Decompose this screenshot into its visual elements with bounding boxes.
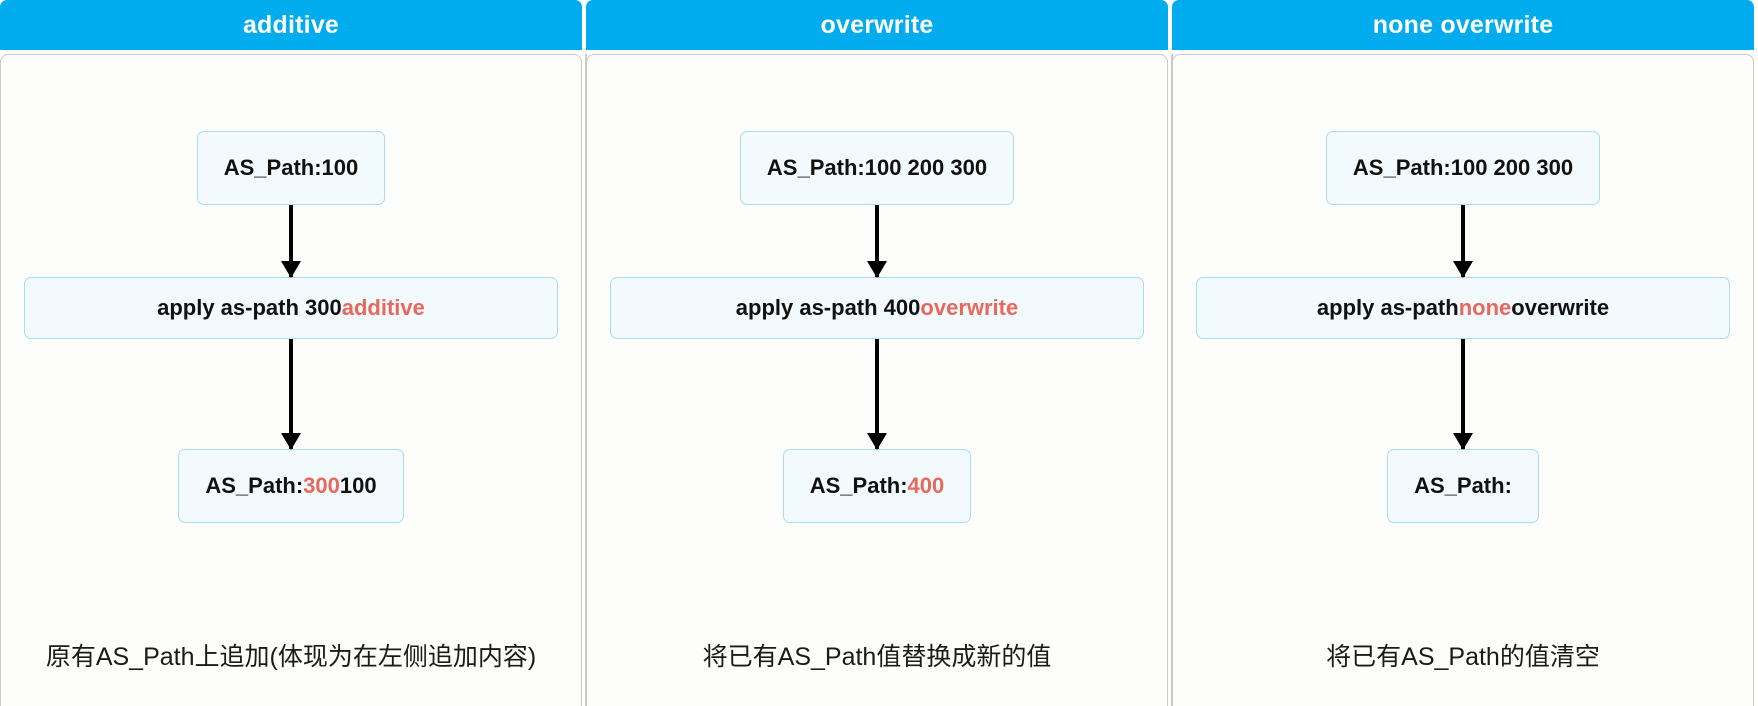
caption-additive: 原有AS_Path上追加(体现为在左侧追加内容)	[45, 643, 537, 671]
output-node-prefix: AS_Path:	[1414, 473, 1512, 498]
output-node-accent: 300	[303, 473, 340, 498]
output-node-none-overwrite: AS_Path:	[1387, 449, 1539, 523]
column-none-overwrite: none overwrite AS_Path:100 200 300 apply…	[1172, 0, 1758, 706]
arrow-down-icon	[289, 205, 293, 277]
flow-overwrite: AS_Path:100 200 300 apply as-path 400 ov…	[587, 131, 1167, 523]
command-node-prefix: apply as-path 400	[735, 295, 921, 320]
command-node-prefix: apply as-path	[1316, 295, 1459, 320]
command-node-additive: apply as-path 300 additive	[24, 277, 558, 339]
arrow-down-icon	[1461, 205, 1465, 277]
command-node-none-overwrite: apply as-path none overwrite	[1196, 277, 1730, 339]
input-node-none-overwrite: AS_Path:100 200 300	[1325, 131, 1601, 205]
command-node-accent: additive	[341, 295, 425, 320]
output-node-prefix: AS_Path:	[205, 473, 304, 498]
command-node-suffix: overwrite	[1511, 295, 1610, 320]
column-body-additive: AS_Path:100 apply as-path 300 additive A…	[0, 54, 582, 706]
arrow-down-icon	[875, 205, 879, 277]
output-node-suffix: 100	[339, 473, 377, 498]
output-node-accent: 400	[907, 473, 945, 498]
command-node-overwrite: apply as-path 400 overwrite	[610, 277, 1144, 339]
column-header-additive: additive	[0, 0, 582, 50]
output-node-prefix: AS_Path:	[809, 473, 908, 498]
caption-overwrite: 将已有AS_Path值替换成新的值	[702, 643, 1052, 671]
column-header-none-overwrite: none overwrite	[1172, 0, 1754, 50]
command-node-accent: overwrite	[920, 295, 1019, 320]
arrow-down-icon	[289, 339, 293, 449]
column-header-overwrite: overwrite	[586, 0, 1168, 50]
column-additive: additive AS_Path:100 apply as-path 300 a…	[0, 0, 586, 706]
column-overwrite: overwrite AS_Path:100 200 300 apply as-p…	[586, 0, 1172, 706]
caption-none-overwrite: 将已有AS_Path的值清空	[1326, 643, 1600, 671]
input-node-overwrite: AS_Path:100 200 300	[739, 131, 1015, 205]
output-node-additive: AS_Path:300 100	[178, 449, 404, 523]
input-node-prefix: AS_Path:100 200 300	[766, 155, 988, 180]
output-node-overwrite: AS_Path: 400	[782, 449, 972, 523]
column-body-overwrite: AS_Path:100 200 300 apply as-path 400 ov…	[586, 54, 1168, 706]
command-node-accent: none	[1458, 295, 1512, 320]
input-node-additive: AS_Path:100	[196, 131, 386, 205]
flow-none-overwrite: AS_Path:100 200 300 apply as-path none o…	[1173, 131, 1753, 523]
column-body-none-overwrite: AS_Path:100 200 300 apply as-path none o…	[1172, 54, 1754, 706]
arrow-down-icon	[1461, 339, 1465, 449]
flow-additive: AS_Path:100 apply as-path 300 additive A…	[1, 131, 581, 523]
input-node-prefix: AS_Path:100	[223, 155, 359, 180]
arrow-down-icon	[875, 339, 879, 449]
command-node-prefix: apply as-path 300	[157, 295, 342, 320]
input-node-prefix: AS_Path:100 200 300	[1352, 155, 1574, 180]
